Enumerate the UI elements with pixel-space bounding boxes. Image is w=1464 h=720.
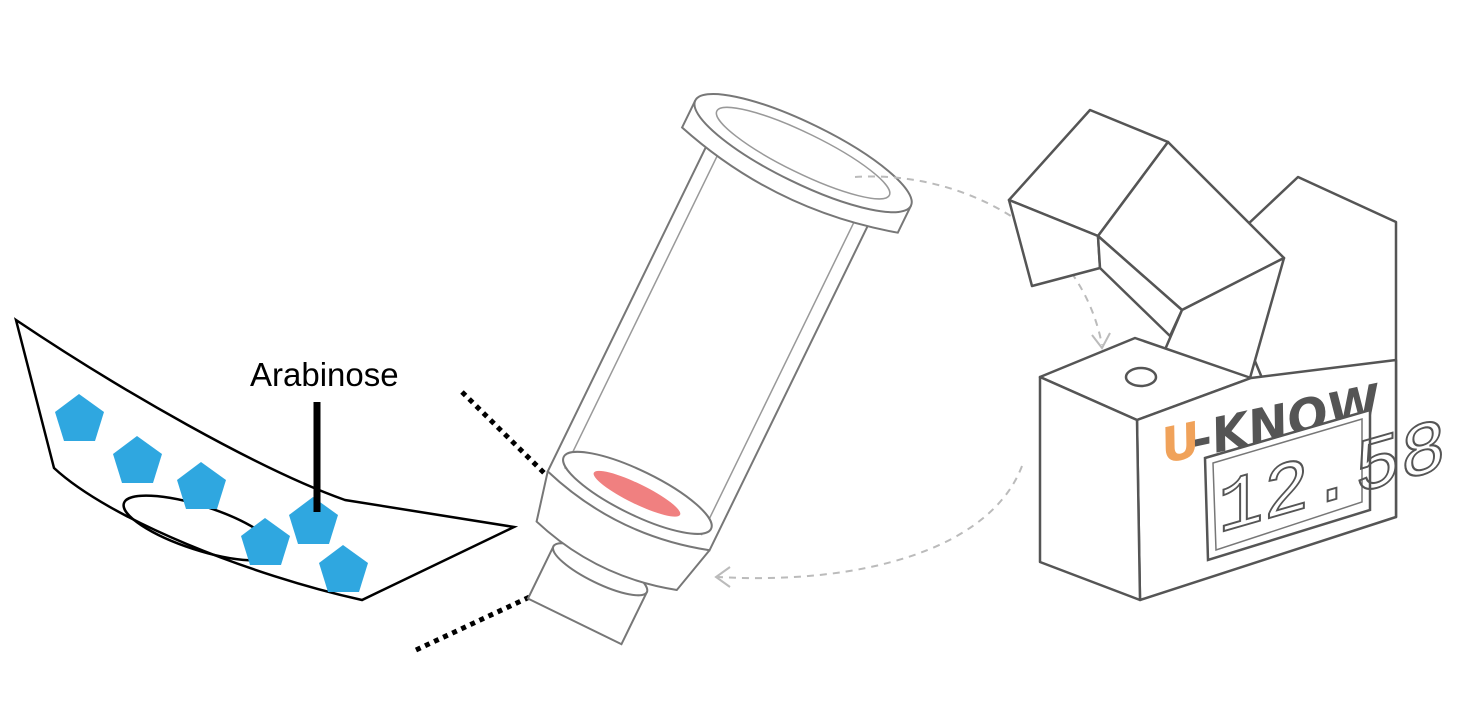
uknow-device bbox=[1007, 108, 1398, 602]
device-port bbox=[1124, 366, 1158, 388]
flow-arrow-to-tube bbox=[717, 465, 1023, 580]
dotted-guide-lower bbox=[414, 563, 598, 653]
pentagon-icon bbox=[289, 497, 338, 544]
sample-tube bbox=[526, 92, 913, 646]
sugar-molecules bbox=[55, 394, 368, 592]
sample-spot bbox=[593, 470, 681, 517]
pentagon-icon bbox=[319, 545, 368, 592]
tube-barrel bbox=[546, 138, 873, 552]
arabinose-label: Arabinose bbox=[250, 356, 399, 393]
flow-arrow-to-device bbox=[854, 175, 1103, 346]
pentagon-icon bbox=[177, 462, 226, 509]
pentagon-icon bbox=[241, 518, 290, 565]
tube-taper bbox=[535, 471, 711, 592]
pentagon-icon bbox=[113, 436, 162, 483]
tube-cap-top bbox=[693, 92, 913, 214]
pentagon-icon bbox=[55, 394, 104, 441]
